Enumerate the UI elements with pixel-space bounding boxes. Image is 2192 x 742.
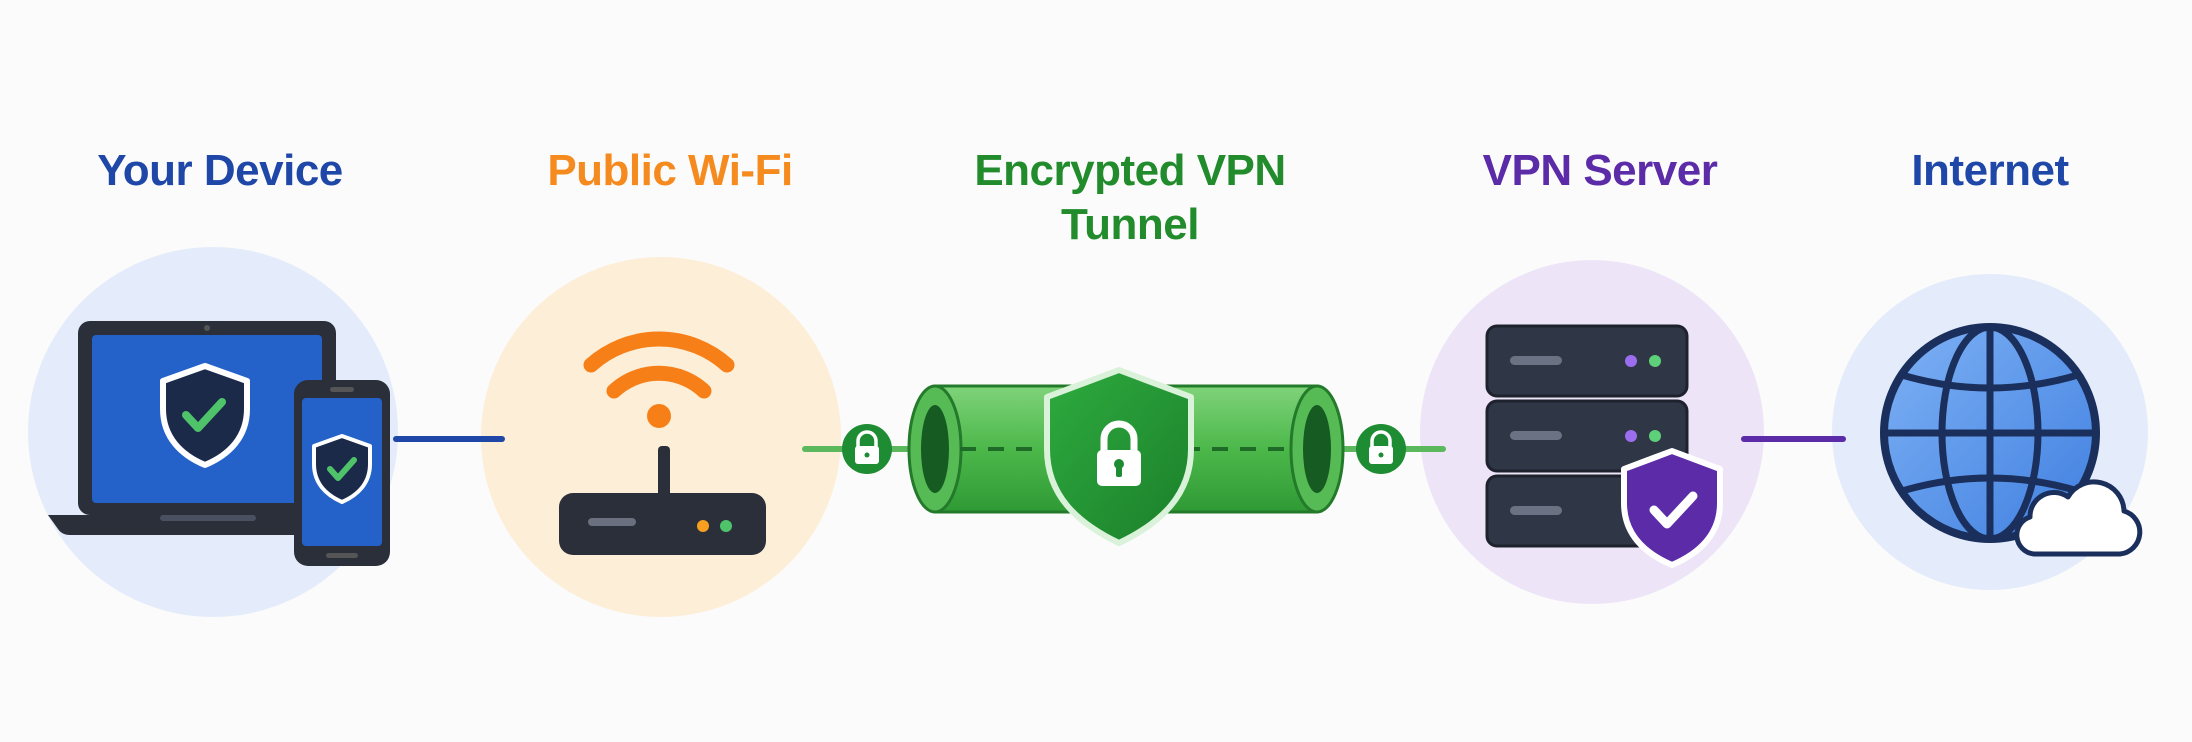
left-padlock-badge (842, 424, 892, 474)
label-tunnel-line2: Tunnel (1061, 200, 1199, 249)
wifi-bg-circle (481, 257, 841, 617)
cloud-icon (2014, 479, 2143, 557)
label-public-wifi: Public Wi-Fi (547, 146, 793, 195)
laptop-shield-check-icon (160, 363, 250, 468)
label-vpn-server: VPN Server (1482, 146, 1718, 195)
server-shield-check-icon (1621, 448, 1723, 568)
globe-icon (1880, 323, 2100, 543)
right-padlock-badge (1356, 424, 1406, 474)
phone-shield-check-icon (312, 434, 372, 504)
label-encrypted-vpn-tunnel: Encrypted VPN Tunnel (930, 144, 1330, 252)
shield-lock-icon (1044, 367, 1194, 546)
label-your-device: Your Device (97, 146, 343, 195)
router-icon (559, 446, 766, 555)
wifi-signal-icon (583, 331, 735, 428)
label-tunnel-line1: Encrypted VPN (974, 146, 1286, 195)
label-internet: Internet (1911, 146, 2069, 195)
